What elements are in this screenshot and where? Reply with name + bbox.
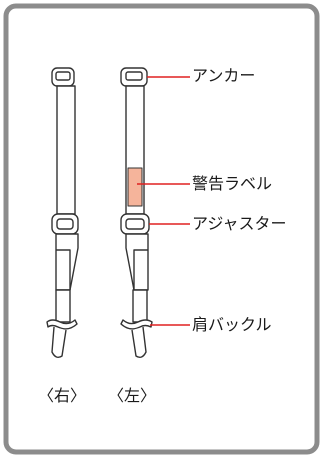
adjuster-label: アジャスター — [192, 214, 287, 233]
right-side-label: 〈右〉 — [38, 386, 87, 405]
shoulder-buckle-label: 肩バックル — [192, 315, 272, 334]
right-lower-strap-fold — [56, 249, 71, 290]
right-anchor — [51, 67, 75, 87]
left-anchor — [120, 67, 148, 87]
warning-label-patch — [127, 167, 143, 207]
diagram-frame — [3, 3, 320, 455]
left-lower-strap-fold — [133, 249, 148, 290]
anchor-label: アンカー — [192, 66, 256, 85]
left-adjuster — [120, 213, 150, 235]
right-shoulder-buckle — [46, 289, 78, 359]
warning-label-label: 警告ラベル — [192, 174, 273, 193]
left-shoulder-buckle — [120, 289, 153, 359]
leader-lines — [137, 76, 190, 326]
right-seatbelt — [46, 67, 79, 359]
right-upper-strap — [56, 85, 76, 215]
left-side-label: 〈左〉 — [108, 386, 157, 405]
left-seatbelt — [120, 67, 153, 359]
right-adjuster — [51, 213, 79, 235]
right-lower-strap — [55, 233, 79, 291]
